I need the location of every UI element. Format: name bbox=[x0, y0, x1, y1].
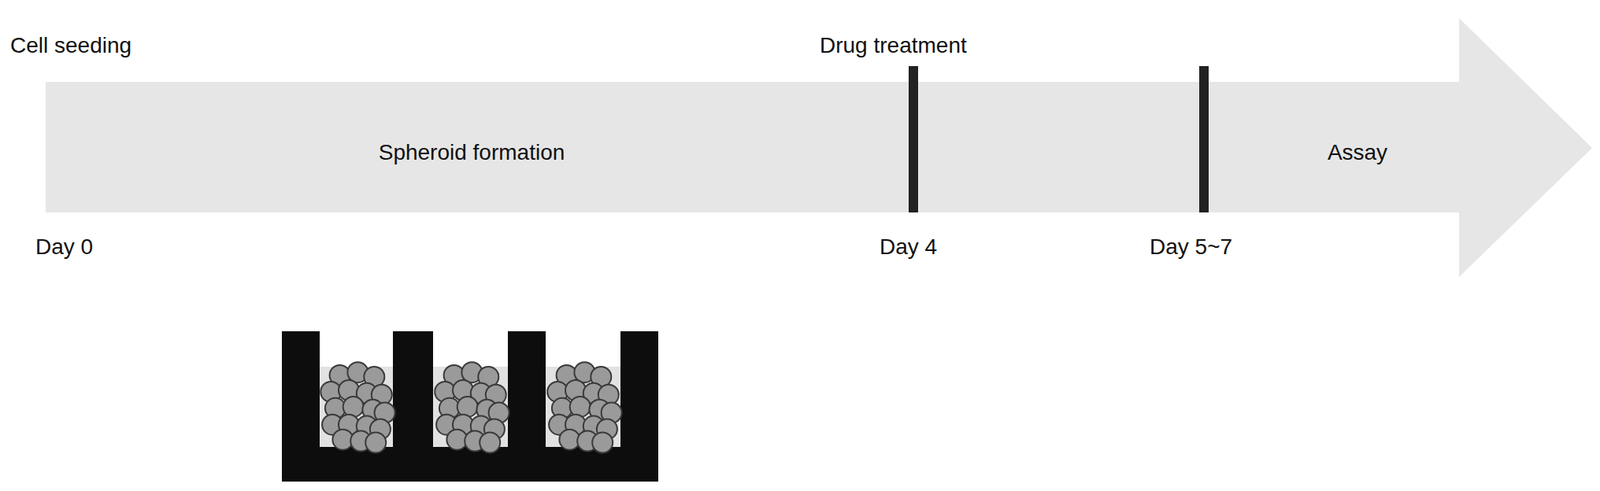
spheroid-cell bbox=[479, 433, 500, 454]
phase-label: Spheroid formation bbox=[378, 139, 566, 167]
phase-label: Assay bbox=[1327, 139, 1388, 167]
spheroid-cell bbox=[365, 433, 386, 454]
spheroid-cell bbox=[570, 396, 591, 418]
event-label: Cell seeding bbox=[10, 32, 132, 60]
time-tick bbox=[908, 66, 919, 213]
event-label: Drug treatment bbox=[819, 32, 967, 60]
plate-body bbox=[281, 331, 659, 482]
spheroid-cell bbox=[457, 396, 478, 418]
day-label: Day 4 bbox=[879, 233, 938, 261]
arrow-body bbox=[45, 18, 1593, 278]
day-label: Day 5~7 bbox=[1149, 233, 1233, 261]
time-tick bbox=[1199, 66, 1209, 213]
spheroid-cell bbox=[592, 433, 613, 454]
day-label: Day 0 bbox=[35, 233, 93, 261]
spheroid-cell bbox=[343, 396, 364, 418]
